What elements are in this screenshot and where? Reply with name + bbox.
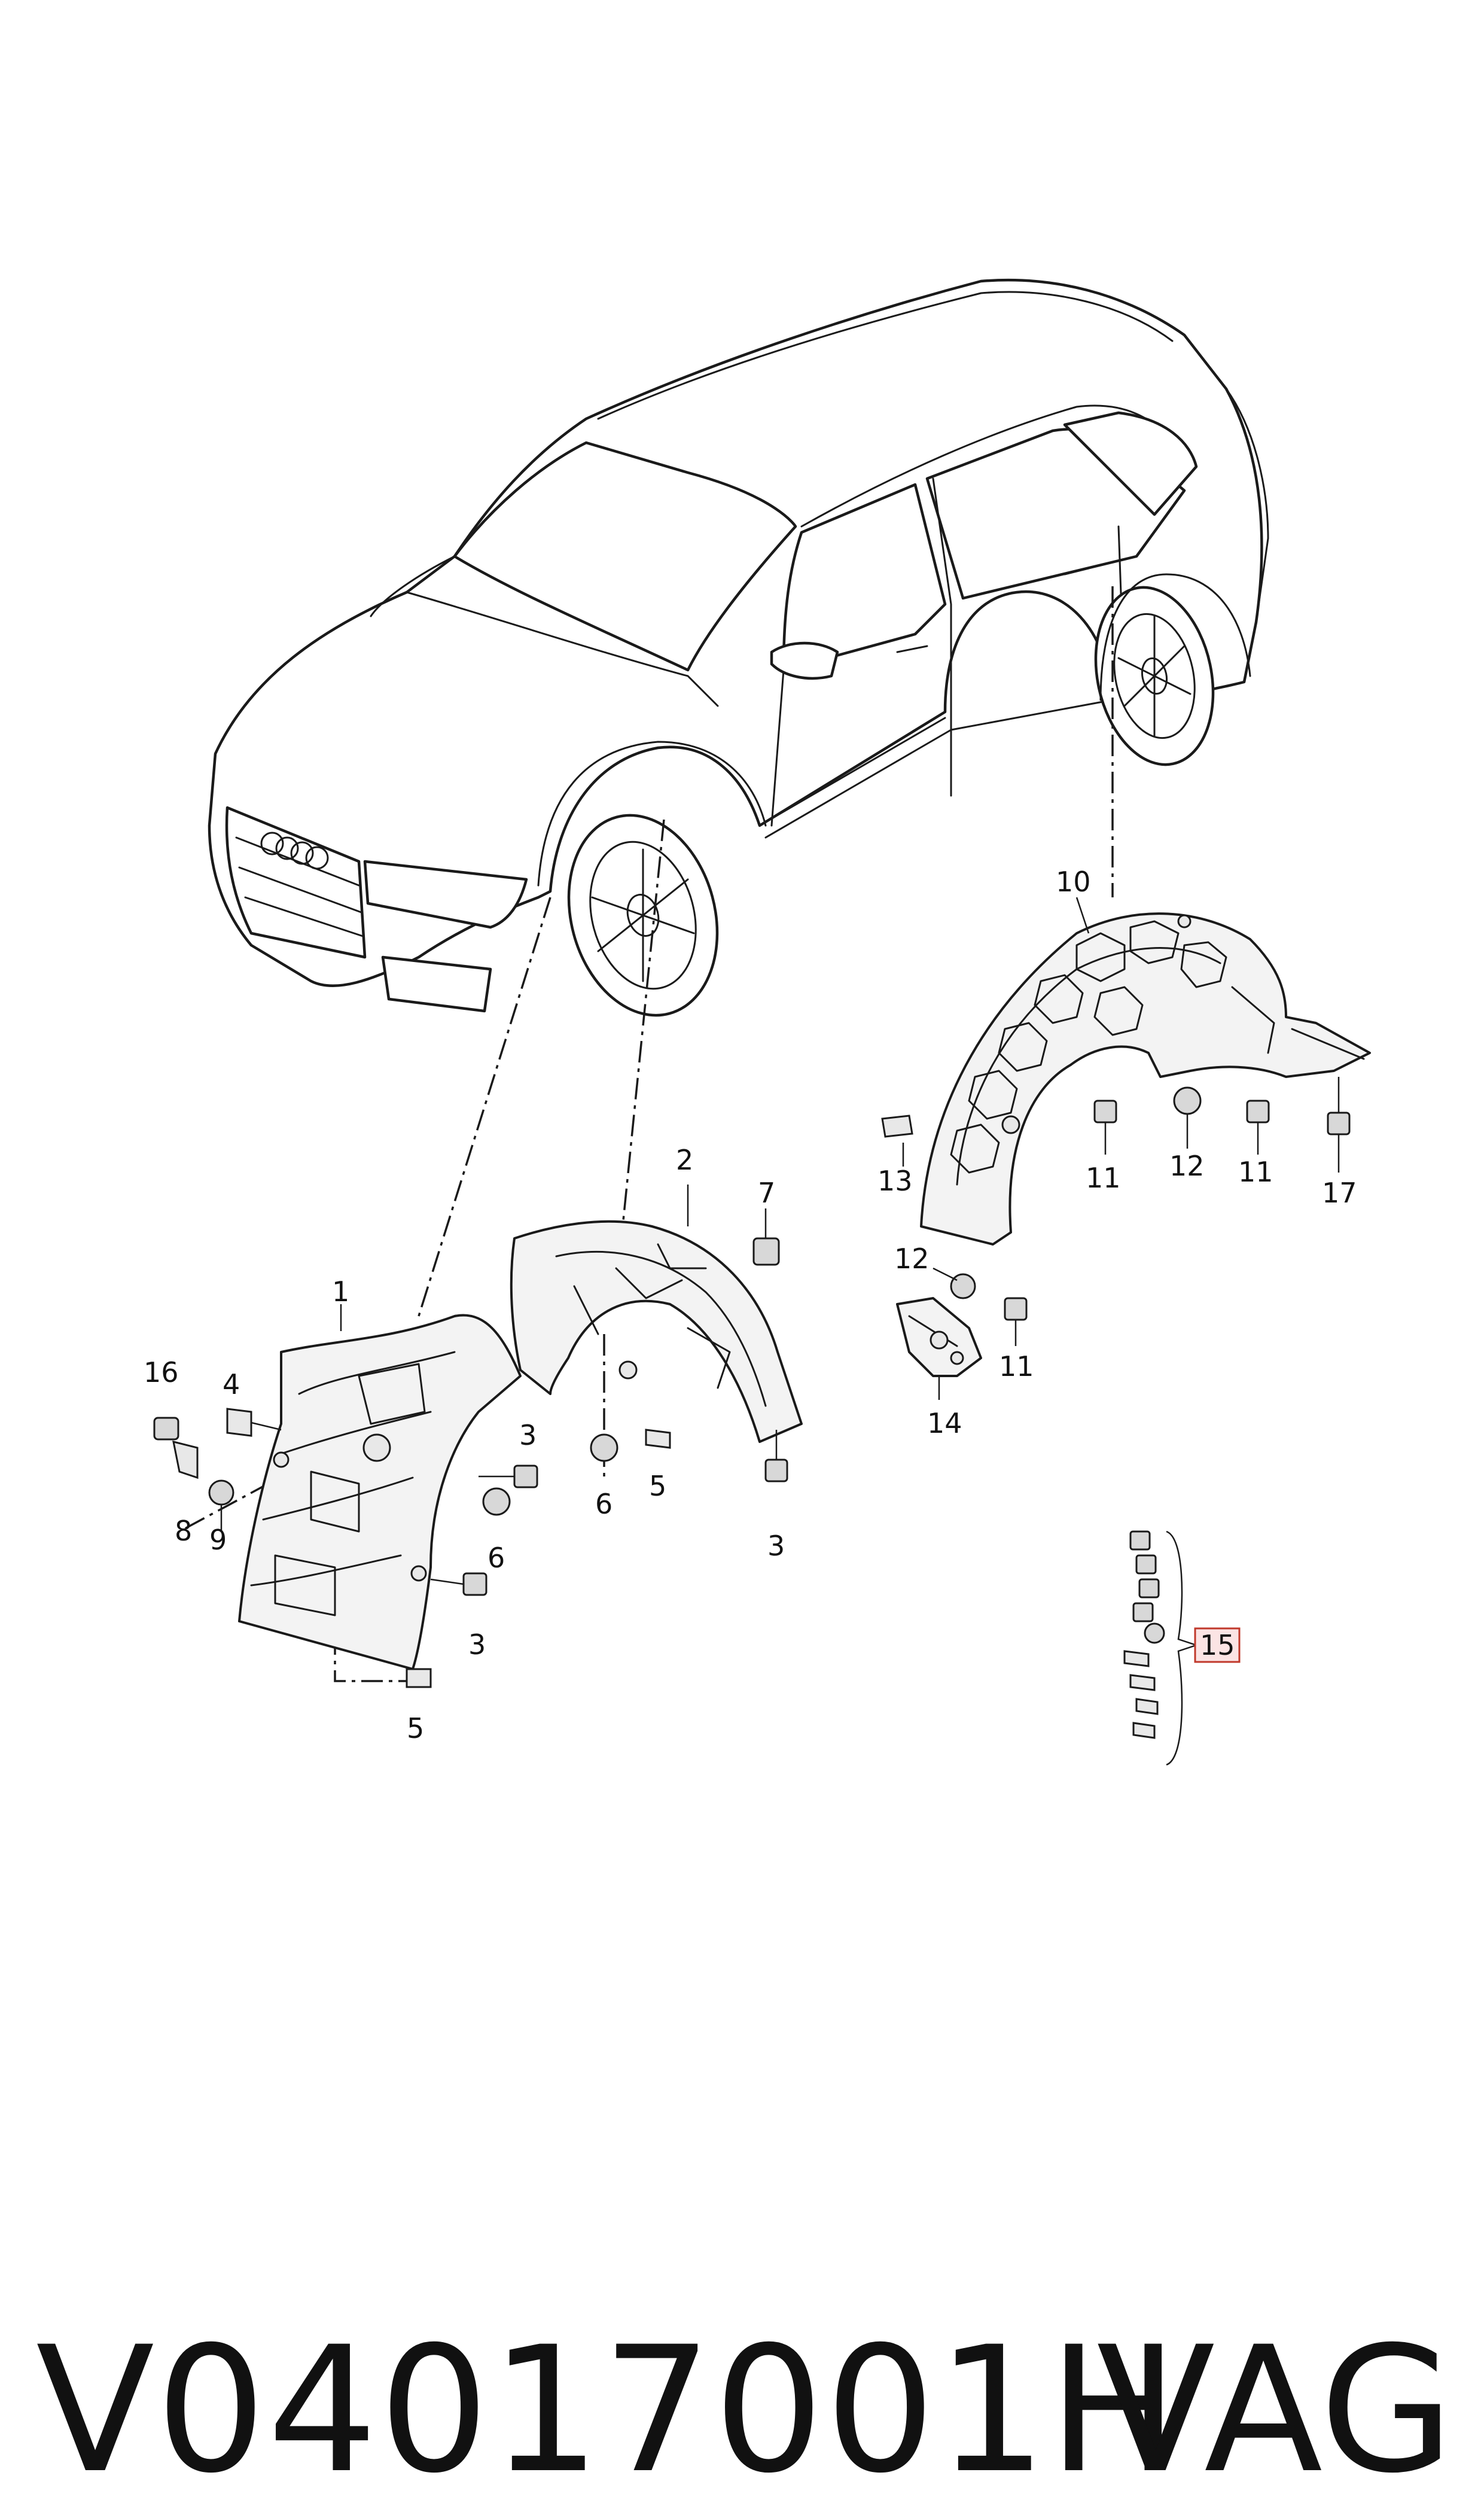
callout-5a: 5 bbox=[649, 1470, 666, 1502]
fasteners bbox=[153, 1077, 1351, 1766]
callout-14: 14 bbox=[927, 1407, 962, 1439]
callout-labels: 1 2 3 3 3 4 5 5 6 6 7 8 9 10 11 11 11 12… bbox=[144, 866, 1357, 1744]
part-number: V04017001H bbox=[36, 2310, 1180, 2511]
vehicle-illustration bbox=[208, 278, 1269, 1017]
callout-3b: 3 bbox=[468, 1628, 486, 1661]
callout-3a: 3 bbox=[519, 1419, 537, 1451]
callout-17: 17 bbox=[1322, 1177, 1357, 1209]
callout-11b: 11 bbox=[1238, 1156, 1273, 1188]
callout-4: 4 bbox=[223, 1368, 240, 1400]
callout-6a: 6 bbox=[595, 1488, 613, 1520]
callout-6b: 6 bbox=[487, 1542, 505, 1574]
callout-15-box: 15 bbox=[1194, 1627, 1241, 1663]
fastener-kit bbox=[1123, 1530, 1199, 1766]
wheelhouse-liner-part-2 bbox=[510, 1220, 803, 1443]
bracket-part-14 bbox=[896, 1297, 982, 1377]
wheelhouse-liner-front-part-1 bbox=[238, 1314, 522, 1670]
callout-9: 9 bbox=[209, 1524, 227, 1556]
callout-12a: 12 bbox=[1169, 1150, 1205, 1182]
wheelhouse-liner-rear-part-10 bbox=[920, 912, 1371, 1246]
brand-label: VAG bbox=[1096, 2310, 1454, 2511]
callout-3c: 3 bbox=[767, 1530, 785, 1562]
callout-7: 7 bbox=[758, 1177, 775, 1209]
footer: V04017001H VAG bbox=[0, 2321, 1484, 2501]
callout-5b: 5 bbox=[407, 1712, 424, 1744]
callout-11a: 11 bbox=[1086, 1162, 1121, 1194]
callout-8: 8 bbox=[175, 1515, 192, 1547]
exploded-parts-diagram: 1 2 3 3 3 4 5 5 6 6 7 8 9 10 11 11 11 12… bbox=[144, 278, 1371, 1766]
callout-15: 15 bbox=[1200, 1629, 1235, 1661]
callout-13: 13 bbox=[877, 1165, 913, 1197]
callout-2: 2 bbox=[676, 1144, 693, 1176]
callout-1: 1 bbox=[332, 1275, 349, 1308]
callout-10: 10 bbox=[1056, 866, 1091, 898]
callout-leaders bbox=[340, 897, 1340, 1400]
callout-11c: 11 bbox=[999, 1350, 1034, 1383]
callout-12b: 12 bbox=[894, 1243, 930, 1275]
callout-16: 16 bbox=[144, 1356, 179, 1389]
